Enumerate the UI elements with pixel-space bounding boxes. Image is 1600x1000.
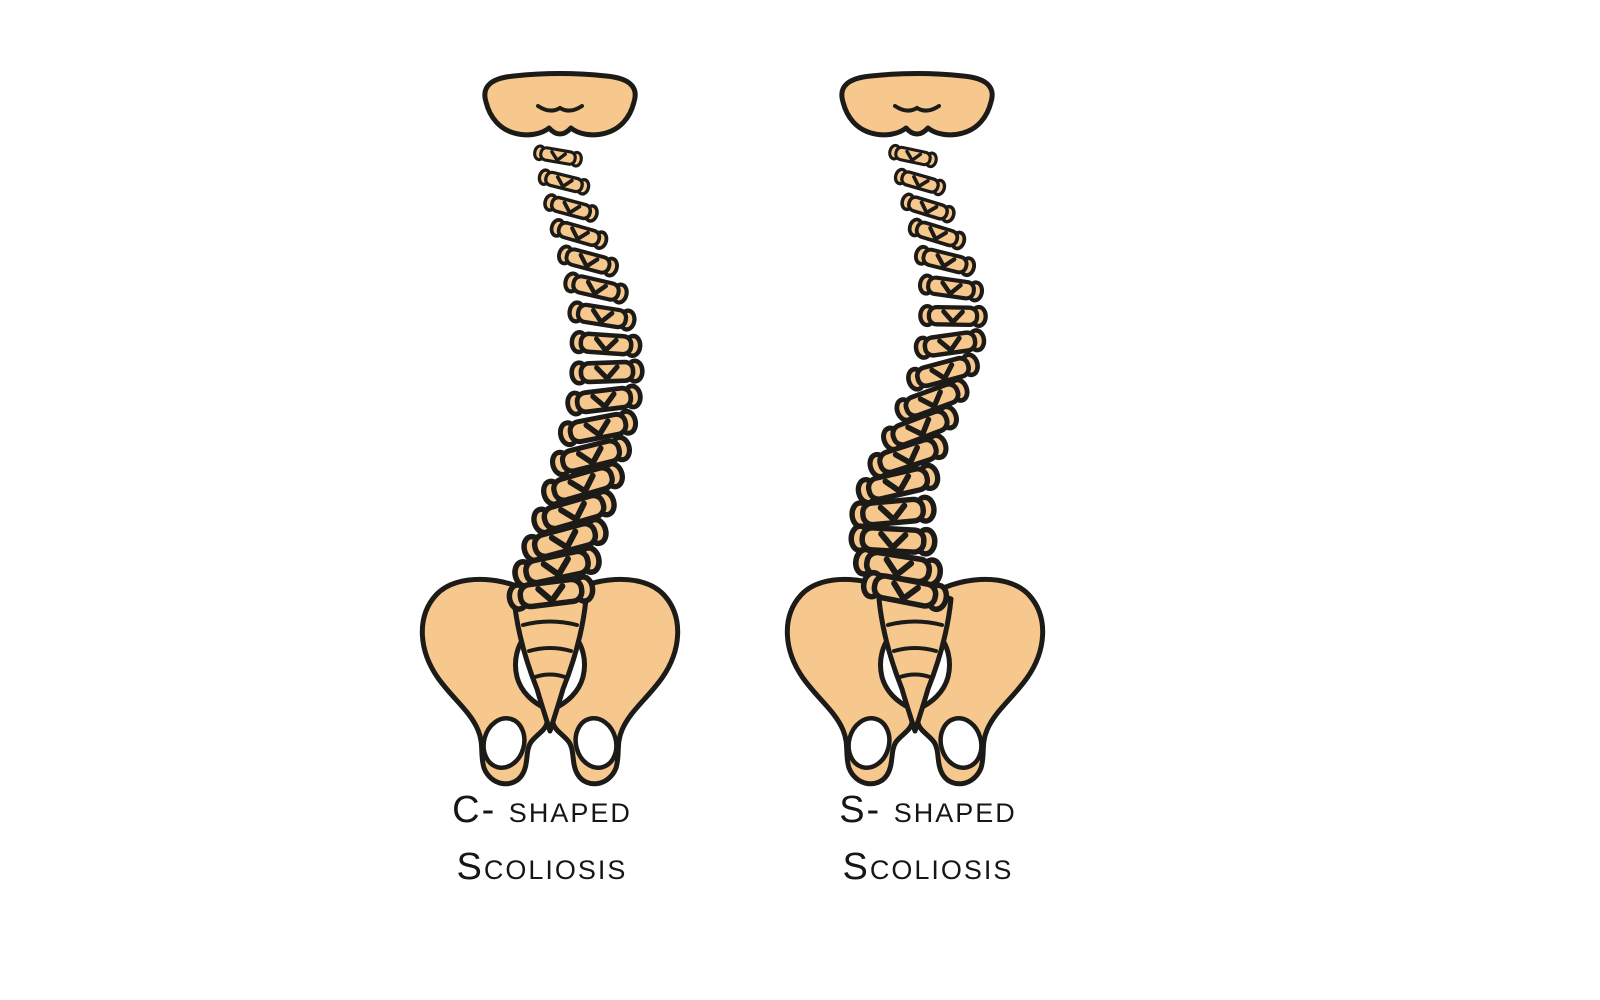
c-shaped-label-line1: C- shaped (452, 789, 632, 831)
vertebra (557, 245, 619, 277)
s-spine-skull-base (842, 74, 992, 135)
vertebra (550, 218, 609, 249)
figure-s-shaped-spine (787, 74, 1042, 784)
vertebra (886, 142, 940, 170)
vertebra (908, 218, 967, 250)
vertebra (536, 167, 592, 197)
vertebra (541, 191, 601, 225)
s-spine-vertebral-column (851, 142, 986, 610)
vertebra (531, 143, 585, 169)
vertebra (571, 332, 641, 357)
vertebra (851, 497, 935, 528)
c-shaped-label-line2: Scoliosis (456, 846, 628, 888)
vertebra (568, 302, 636, 331)
vertebra (564, 272, 629, 304)
vertebra (898, 190, 958, 226)
figure-c-shaped-spine (422, 74, 677, 784)
vertebra (919, 275, 983, 302)
c-spine-pelvis (422, 579, 677, 783)
vertebra (914, 246, 976, 277)
c-shaped-label: C- shaped Scoliosis (382, 782, 702, 896)
vertebra (892, 166, 948, 198)
vertebra (571, 361, 642, 384)
vertebra (915, 329, 985, 358)
c-spine-skull-base (485, 74, 635, 135)
s-spine-pelvis (787, 579, 1042, 783)
s-shaped-label-line1: S- shaped (839, 789, 1017, 831)
s-shaped-label-line2: Scoliosis (842, 846, 1014, 888)
s-shaped-label: S- shaped Scoliosis (768, 782, 1088, 896)
c-spine-vertebral-column (508, 143, 643, 610)
vertebra (920, 306, 986, 326)
